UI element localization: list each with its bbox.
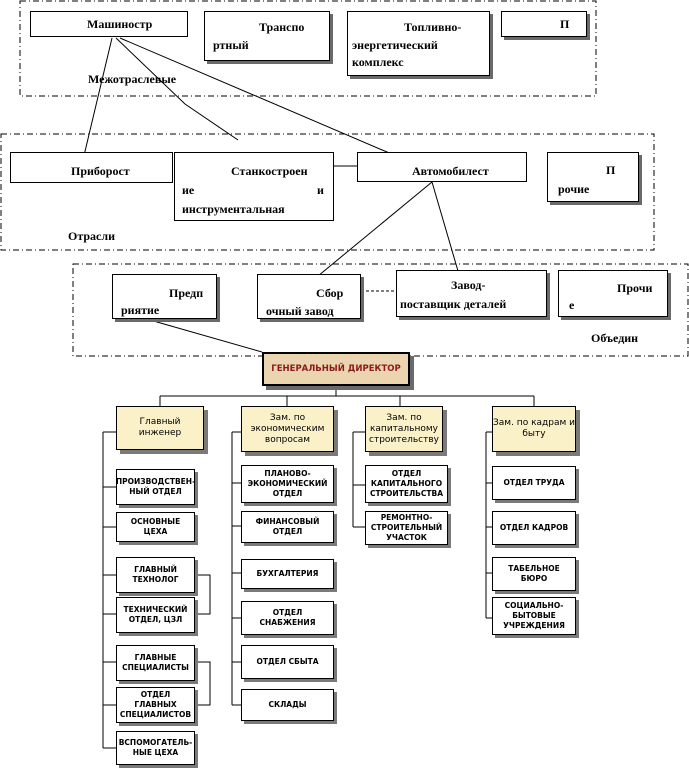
top-section-frame <box>19 0 597 97</box>
link-mash-pribor <box>81 37 113 165</box>
link-auto-sbor <box>317 181 433 277</box>
box-other-low: Прочи е <box>558 270 668 317</box>
dept-technical: ТЕХНИЧЕСКИЙ ОТДЕЛ, ЦЗЛ <box>116 597 195 633</box>
dept-labor: ОТДЕЛ ТРУДА <box>492 466 576 500</box>
link-pred-director <box>149 319 263 353</box>
dept-social-services: СОЦИАЛЬНО- БЫТОВЫЕ УЧРЕЖДЕНИЯ <box>492 597 576 635</box>
box-sborochny-zavod: Сбор очный завод <box>257 274 361 319</box>
link-mash-stanko <box>115 37 239 141</box>
head-construction: Зам. по капитальному строительству <box>365 406 443 452</box>
dept-warehouses: СКЛАДЫ <box>241 689 334 721</box>
dept-auxiliary-shops: ВСПОМОГАТЕЛЬ- НЫЕ ЦЕХА <box>116 731 195 765</box>
dept-production: ПРОИЗВОДСТВЕН- НЫЙ ОТДЕЛ <box>116 469 195 505</box>
box-zavod-postavshik: Завод- поставщик деталей <box>396 270 547 317</box>
box-label: Машиностр <box>87 17 153 31</box>
head-economics: Зам. по экономическим вопросам <box>241 406 334 452</box>
link-mash-auto <box>119 37 409 162</box>
col1-side-bracket-a <box>196 574 211 615</box>
top-section-label: Межотраслевые <box>88 72 177 86</box>
dept-supply: ОТДЕЛ СНАБЖЕНИЯ <box>241 601 334 635</box>
mid-section-frame <box>0 133 655 251</box>
dept-accounting: БУХГАЛТЕРИЯ <box>241 559 334 589</box>
general-director-box: ГЕНЕРАЛЬНЫЙ ДИРЕКТОР <box>262 352 410 386</box>
box-other-top: П <box>501 11 587 37</box>
dept-planning: ПЛАНОВО- ЭКОНОМИЧЕСКИЙ ОТДЕЛ <box>241 465 334 503</box>
dept-chief-specialists-office: ОТДЕЛ ГЛАВНЫХ СПЕЦИАЛИСТОВ <box>116 687 195 723</box>
box-priborostroenie: Приборост <box>10 152 173 183</box>
link-auto-zavod <box>431 181 459 272</box>
dept-chief-specialists: ГЛАВНЫЕ СПЕЦИАЛИСТЫ <box>116 645 195 681</box>
box-mashinostroenie: Машиностр <box>30 11 188 37</box>
dept-main-shops: ОСНОВНЫЕ ЦЕХА <box>116 512 195 542</box>
head-personnel: Зам. по кадрам и быту <box>492 406 576 452</box>
dept-sales: ОТДЕЛ СБЫТА <box>241 645 334 679</box>
box-fuel-energy: Топливно- энергетический комплекс <box>347 11 490 76</box>
dept-repair-construction: РЕМОНТНО- СТРОИТЕЛЬНЫЙ УЧАСТОК <box>365 511 448 545</box>
box-stankostroenie: Станкостроен ие и инструментальная <box>174 152 334 221</box>
dept-chief-technologist: ГЛАВНЫЙ ТЕХНОЛОГ <box>116 557 195 593</box>
low-section-label: Объедин <box>591 331 639 345</box>
box-other-mid: П рочие <box>547 152 639 202</box>
mid-section-label: Отрасли <box>68 229 116 243</box>
head-chief-engineer: Главный инженер <box>116 406 204 450</box>
dept-personnel: ОТДЕЛ КАДРОВ <box>492 511 576 545</box>
box-predpriyatie: Предп риятие <box>112 274 217 319</box>
dept-finance: ФИНАНСОВЫЙ ОТДЕЛ <box>241 511 334 543</box>
box-avtomobilestroenie: Автомобилест <box>357 152 527 182</box>
dept-capital-construction: ОТДЕЛ КАПИТАЛЬНОГО СТРОИТЕЛЬСТВА <box>365 465 448 503</box>
box-transport: Транспо ртный <box>204 11 330 61</box>
col1-side-bracket-b <box>196 661 211 706</box>
dept-timekeeping: ТАБЕЛЬНОЕ БЮРО <box>492 557 576 591</box>
